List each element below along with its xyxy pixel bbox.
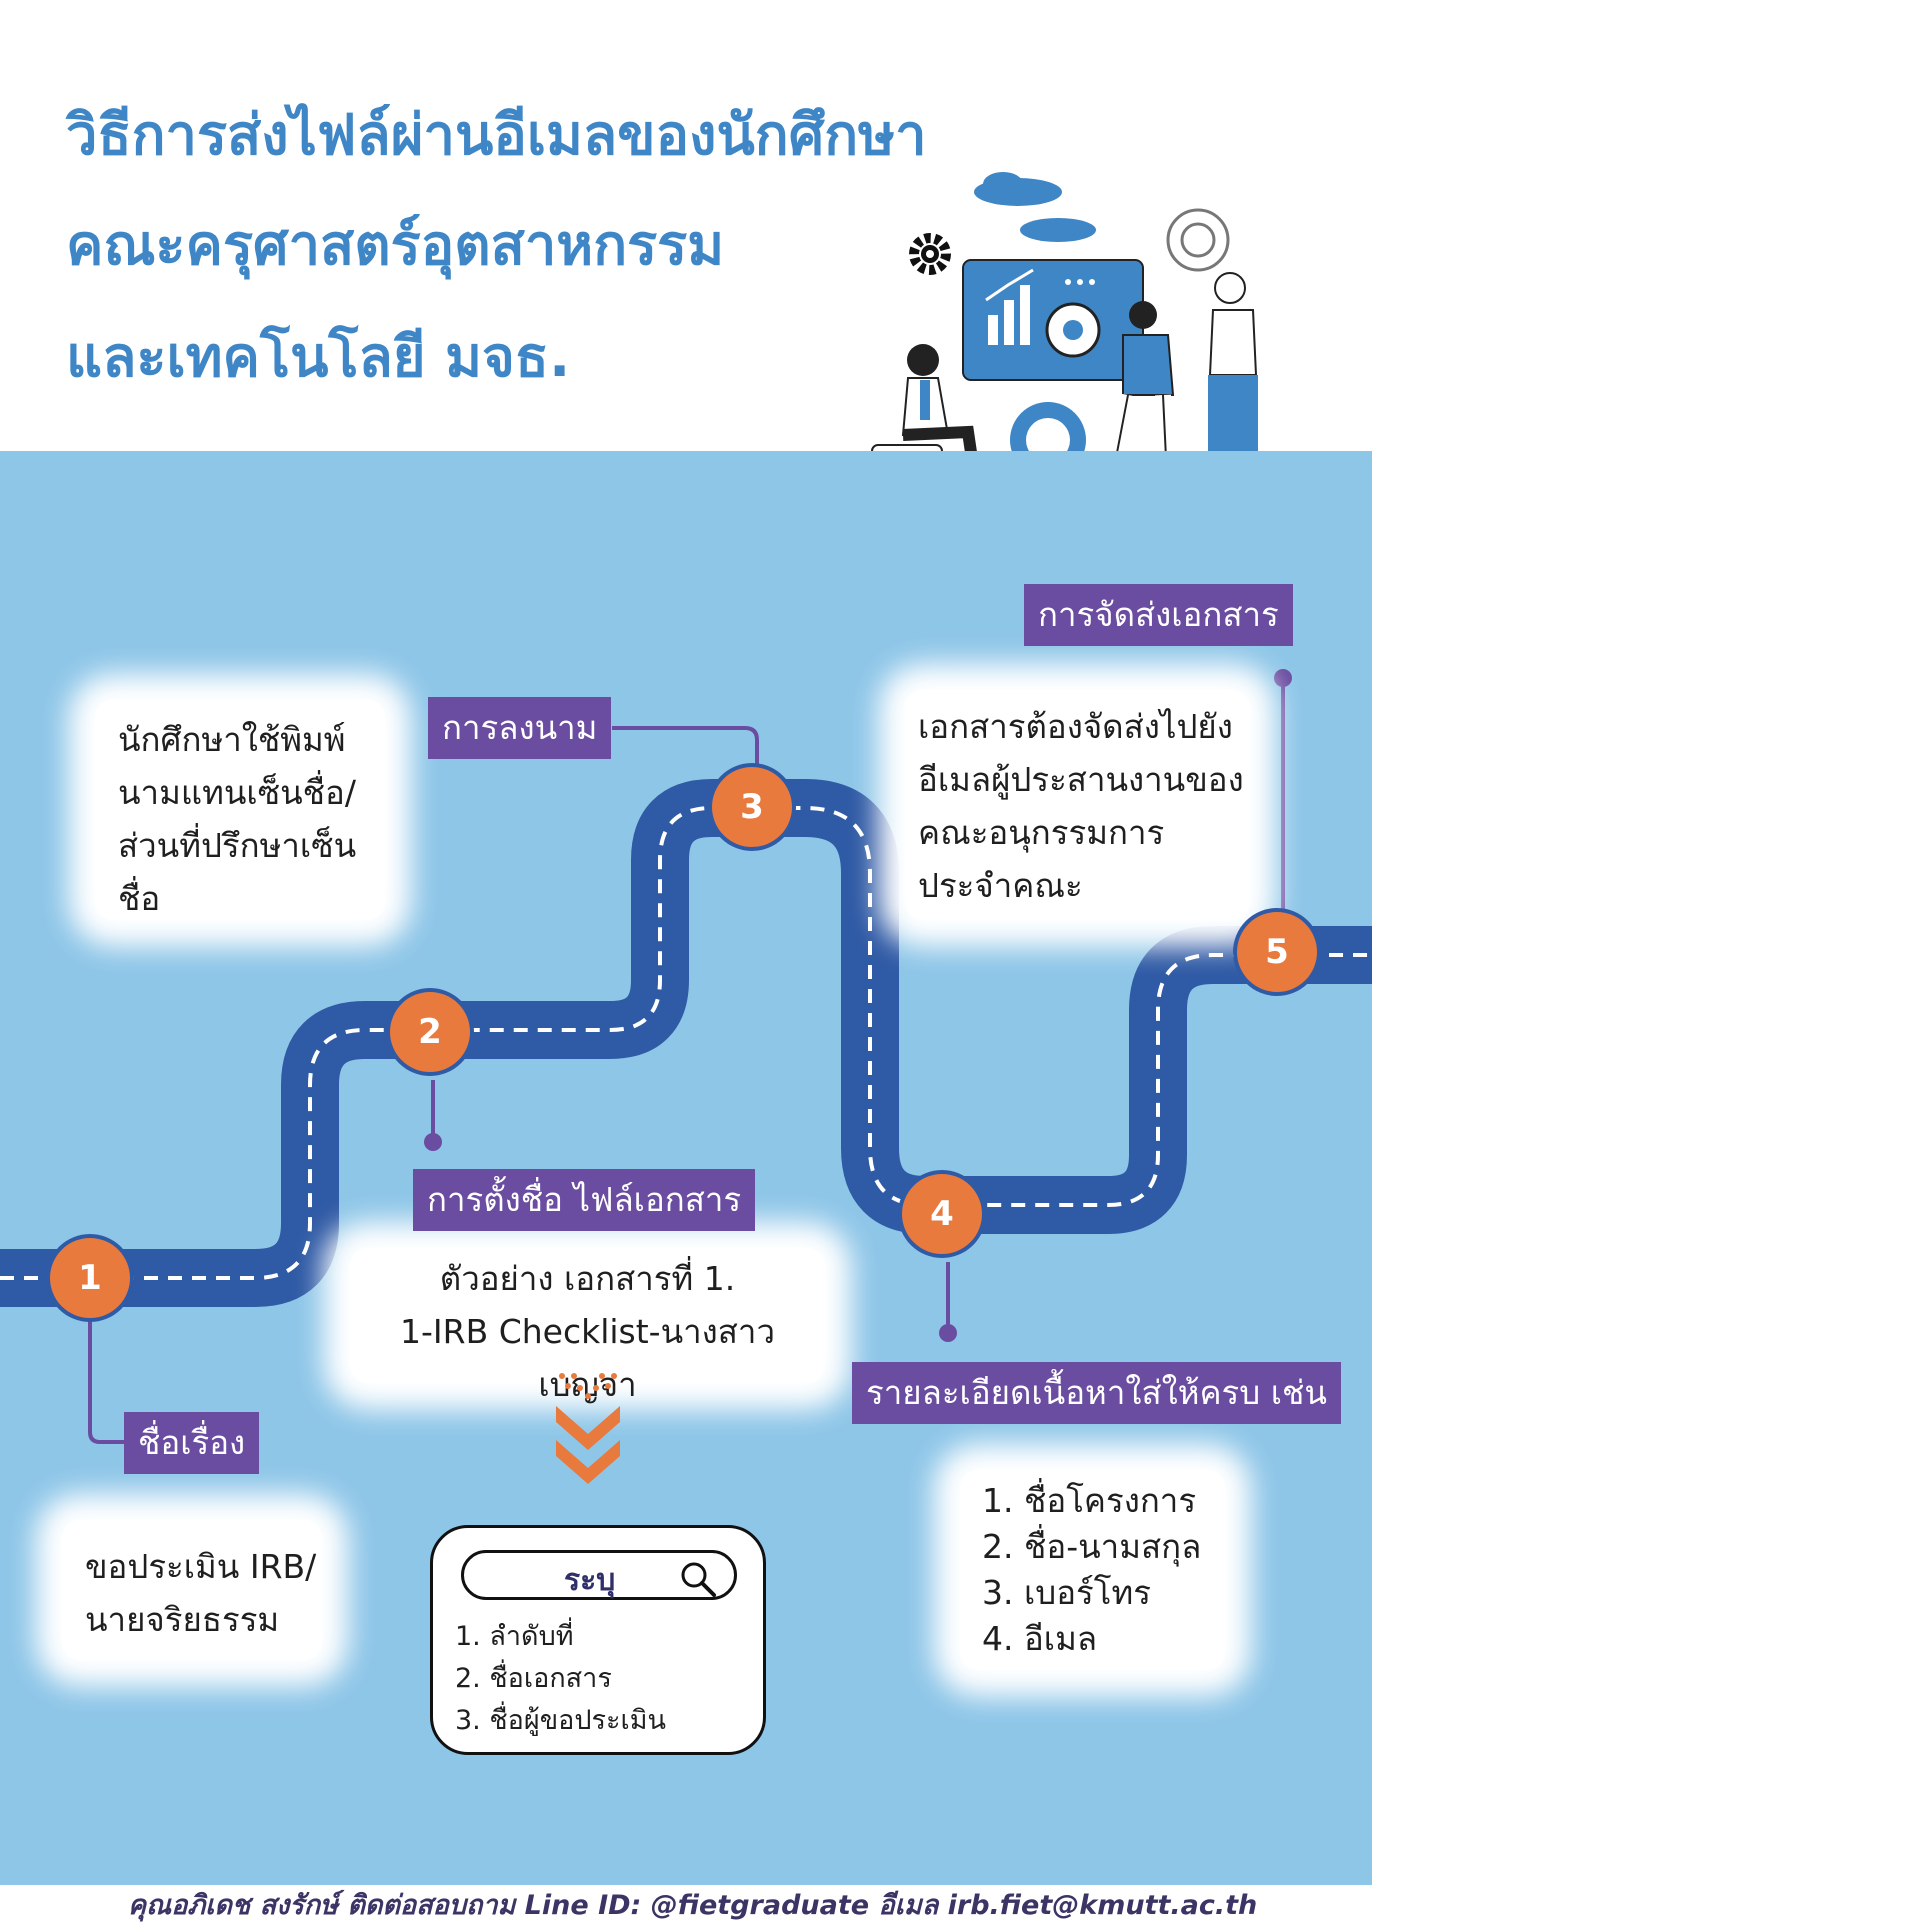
card-title-line: ขอประเมิน IRB/ xyxy=(85,1547,317,1586)
card-signing-bg xyxy=(95,700,385,920)
connector-4-dot xyxy=(939,1324,957,1342)
filename-format-box: ระบุ 1. ลำดับที่ 2. ชื่อเอกสาร 3. ชื่อผู… xyxy=(430,1525,766,1755)
card-delivery-line: คณะอนุกรรมการ xyxy=(918,813,1165,852)
card-delivery-line: เอกสารต้องจัดส่งไปยัง xyxy=(918,707,1233,746)
card-signing-line: ชื่อ xyxy=(118,879,161,918)
card-title-bg xyxy=(62,1520,322,1660)
step-marker-1: 1 xyxy=(46,1234,134,1322)
list-item: 3. ชื่อผู้ขอประเมิน xyxy=(455,1705,667,1736)
cloud-icon xyxy=(974,172,1096,242)
card-title: ขอประเมิน IRB/ นายจริยธรรม xyxy=(85,1540,316,1646)
step-marker-4: 4 xyxy=(898,1170,986,1258)
chevron-down-icon xyxy=(556,1373,620,1484)
title-line-2: คณะครุศาสตร์อุตสาหกรรม xyxy=(66,213,725,278)
card-details-line: 1. ชื่อโครงการ xyxy=(982,1481,1197,1520)
step-marker-2: 2 xyxy=(386,988,474,1076)
gear-icon xyxy=(909,233,951,275)
card-details-line: 4. อีเมล xyxy=(982,1619,1098,1658)
card-naming-bg xyxy=(350,1248,825,1383)
step-label-1: ชื่อเรื่อง xyxy=(124,1412,260,1474)
card-delivery-line: ประจำคณะ xyxy=(918,866,1083,905)
card-details-line: 3. เบอร์โทร xyxy=(982,1573,1151,1612)
list-item: 2. ชื่อเอกสาร xyxy=(455,1663,612,1694)
contact-footer: คุณอภิเดช สงรักษ์ ติดต่อสอบถาม Line ID: … xyxy=(128,1890,1258,1921)
card-title-line: นายจริยธรรม xyxy=(85,1600,280,1639)
connector-3 xyxy=(612,726,759,770)
card-delivery: เอกสารต้องจัดส่งไปยัง อีเมลผู้ประสานงานข… xyxy=(918,700,1244,912)
connector-2-dot xyxy=(424,1133,442,1151)
connector-1 xyxy=(88,1305,125,1444)
step-marker-3: 3 xyxy=(708,763,796,851)
card-signing: นักศึกษาใช้พิมพ์ นามแทนเซ็นชื่อ/ ส่วนที่… xyxy=(118,713,356,925)
search-icon xyxy=(681,1562,716,1597)
dashboard-screen-icon xyxy=(962,259,1144,381)
step-label-3: การลงนาม xyxy=(428,697,612,759)
gear-outline-icon xyxy=(1166,208,1230,272)
card-signing-line: นามแทนเซ็นชื่อ/ xyxy=(118,773,356,812)
card-delivery-line: อีเมลผู้ประสานงานของ xyxy=(918,760,1244,799)
list-item: 1. ลำดับที่ xyxy=(455,1621,574,1652)
card-details-line: 2. ชื่อ-นามสกุล xyxy=(982,1527,1202,1566)
step-label-5: การจัดส่งเอกสาร xyxy=(1024,584,1293,646)
card-details: 1. ชื่อโครงการ 2. ชื่อ-นามสกุล 3. เบอร์โ… xyxy=(982,1478,1201,1662)
person-thinking-icon xyxy=(1208,272,1258,500)
connector-5-dot xyxy=(1274,669,1292,687)
card-signing-line: นักศึกษาใช้พิมพ์ xyxy=(118,720,346,759)
card-details-bg xyxy=(960,1470,1225,1670)
search-bar: ระบุ xyxy=(461,1550,737,1600)
card-naming-line: ตัวอย่าง เอกสารที่ 1. xyxy=(439,1259,736,1298)
title-line-1: วิธีการส่งไฟล์ผ่านอีเมลของนักศึกษา xyxy=(66,103,927,168)
card-naming-line: 1-IRB Checklist-นางสาวเบญจา xyxy=(400,1312,775,1404)
filename-format-list: 1. ลำดับที่ 2. ชื่อเอกสาร 3. ชื่อผู้ขอปร… xyxy=(455,1616,666,1742)
card-signing-line: ส่วนที่ปรึกษาเซ็น xyxy=(118,826,357,865)
search-bar-label: ระบุ xyxy=(564,1563,616,1598)
road-center-line xyxy=(0,806,1372,1280)
step-marker-5: 5 xyxy=(1233,908,1321,996)
card-naming: ตัวอย่าง เอกสารที่ 1. 1-IRB Checklist-นา… xyxy=(355,1252,820,1411)
card-delivery-bg xyxy=(905,690,1250,920)
title-line-3: และเทคโนโลยี มจธ. xyxy=(66,325,571,390)
step-label-4: รายละเอียดเนื้อหาใส่ให้ครบ เช่น xyxy=(852,1362,1341,1424)
step-label-2: การตั้งชื่อ ไฟล์เอกสาร xyxy=(413,1169,756,1231)
